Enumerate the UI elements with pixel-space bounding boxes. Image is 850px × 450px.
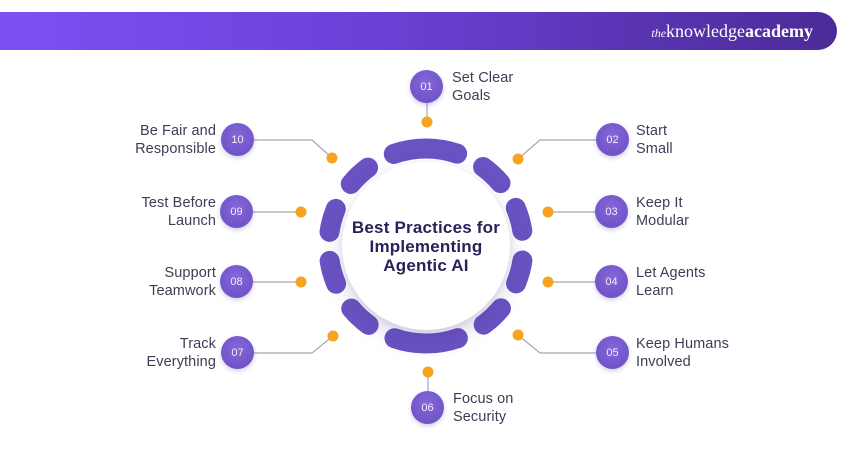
step-badge-10: 10 [221,123,254,156]
connector-dot-08 [295,276,307,288]
connector-line-05 [517,334,613,354]
connector-dot-04 [542,276,554,288]
step-badge-05: 05 [596,336,629,369]
brand-logo: theknowledgeacademy [651,21,813,42]
step-badge-02: 02 [596,123,629,156]
step-badge-04: 04 [595,265,628,298]
logo-the: the [651,25,667,40]
connector-dot-10 [326,152,338,164]
connector-line-07 [238,335,334,354]
step-badge-06: 06 [411,391,444,424]
step-label-be-fair-responsible: Be Fair and Responsible [135,123,216,157]
step-label-start-small: Start Small [636,123,673,157]
connector-dot-09 [295,206,307,218]
step-badge-09: 09 [220,195,253,228]
connector-dot-03 [542,206,554,218]
step-label-let-agents-learn: Let Agents Learn [636,265,706,299]
step-label-keep-it-modular: Keep It Modular [636,195,690,229]
connector-dot-01 [421,116,433,128]
step-label-test-before-launch: Test Before Launch [141,195,216,229]
connector-dot-07 [327,330,339,342]
center-circle: Best Practices for Implementing Agentic … [342,162,510,330]
step-badge-07: 07 [221,336,254,369]
step-badge-01: 01 [410,70,443,103]
step-badge-08: 08 [220,265,253,298]
diagram-title: Best Practices for Implementing Agentic … [351,217,501,275]
logo-knowledge: knowledge [666,20,746,41]
connector-line-02 [517,139,613,160]
header-bar: theknowledgeacademy [0,12,837,50]
dashed-ring [318,138,534,354]
step-badge-03: 03 [595,195,628,228]
step-label-keep-humans-involved: Keep Humans Involved [636,336,729,370]
step-label-set-clear-goals: Set Clear Goals [452,70,514,104]
step-label-support-teamwork: Support Teamwork [149,265,216,299]
step-label-focus-on-security: Focus on Security [453,391,514,425]
connector-dot-05 [512,329,524,341]
logo-academy: academy [745,20,813,41]
connector-dot-02 [512,153,524,165]
step-label-track-everything: Track Everything [146,336,216,370]
connector-line-10 [238,139,333,159]
connector-dot-06 [422,366,434,378]
